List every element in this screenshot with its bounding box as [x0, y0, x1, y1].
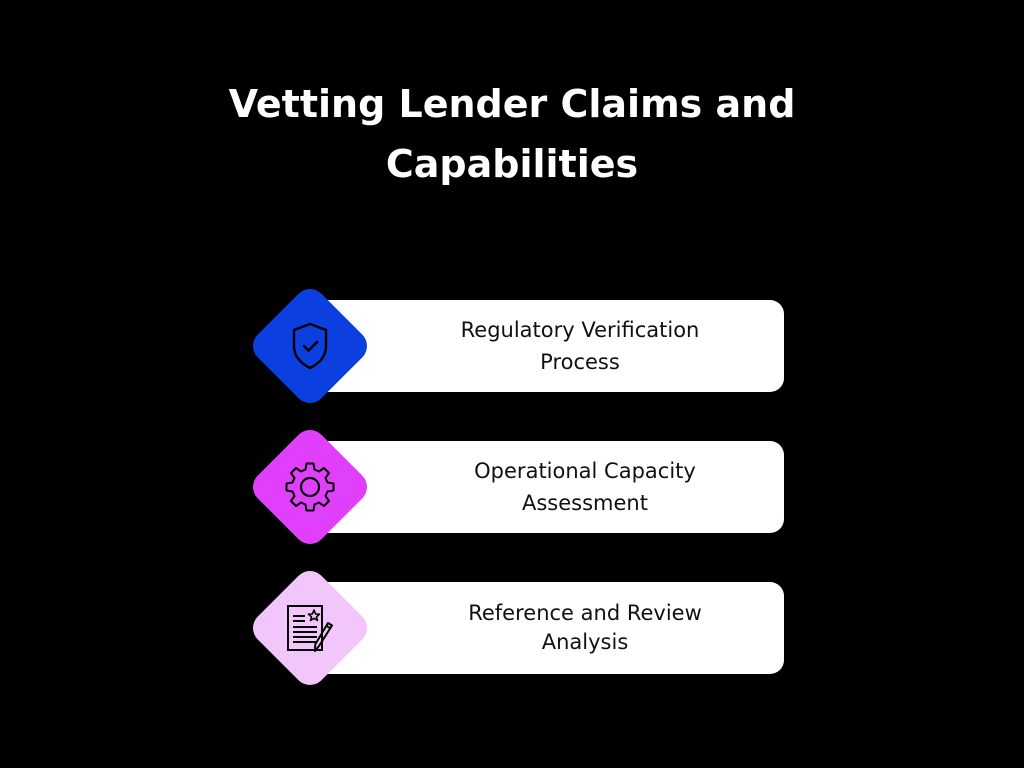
shield-check-icon: [292, 322, 328, 370]
page-title: Vetting Lender Claims and Capabilities: [0, 74, 1024, 194]
step-reference-review: Reference and Review Analysis: [0, 564, 1024, 694]
step-label-line-1: Reference and Review: [468, 601, 702, 625]
step-regulatory-verification: Regulatory Verification Process: [0, 282, 1024, 412]
step-label-line-2: Analysis: [541, 630, 629, 654]
title-line-1: Vetting Lender Claims and: [228, 82, 796, 126]
step-label-line-1: Regulatory Verification: [460, 318, 700, 342]
step-operational-capacity: Operational Capacity Assessment: [0, 423, 1024, 553]
gear-icon: [285, 462, 335, 512]
step-label-line-2: Assessment: [522, 491, 648, 515]
title-line-2: Capabilities: [385, 142, 639, 186]
step-card: Regulatory Verification Process: [310, 300, 784, 392]
document-pencil-star-icon: [287, 605, 333, 652]
step-label-line-2: Process: [540, 350, 620, 374]
step-card: Operational Capacity Assessment: [310, 441, 784, 533]
step-label-line-1: Operational Capacity: [474, 459, 696, 483]
step-card: Reference and Review Analysis: [310, 582, 784, 674]
